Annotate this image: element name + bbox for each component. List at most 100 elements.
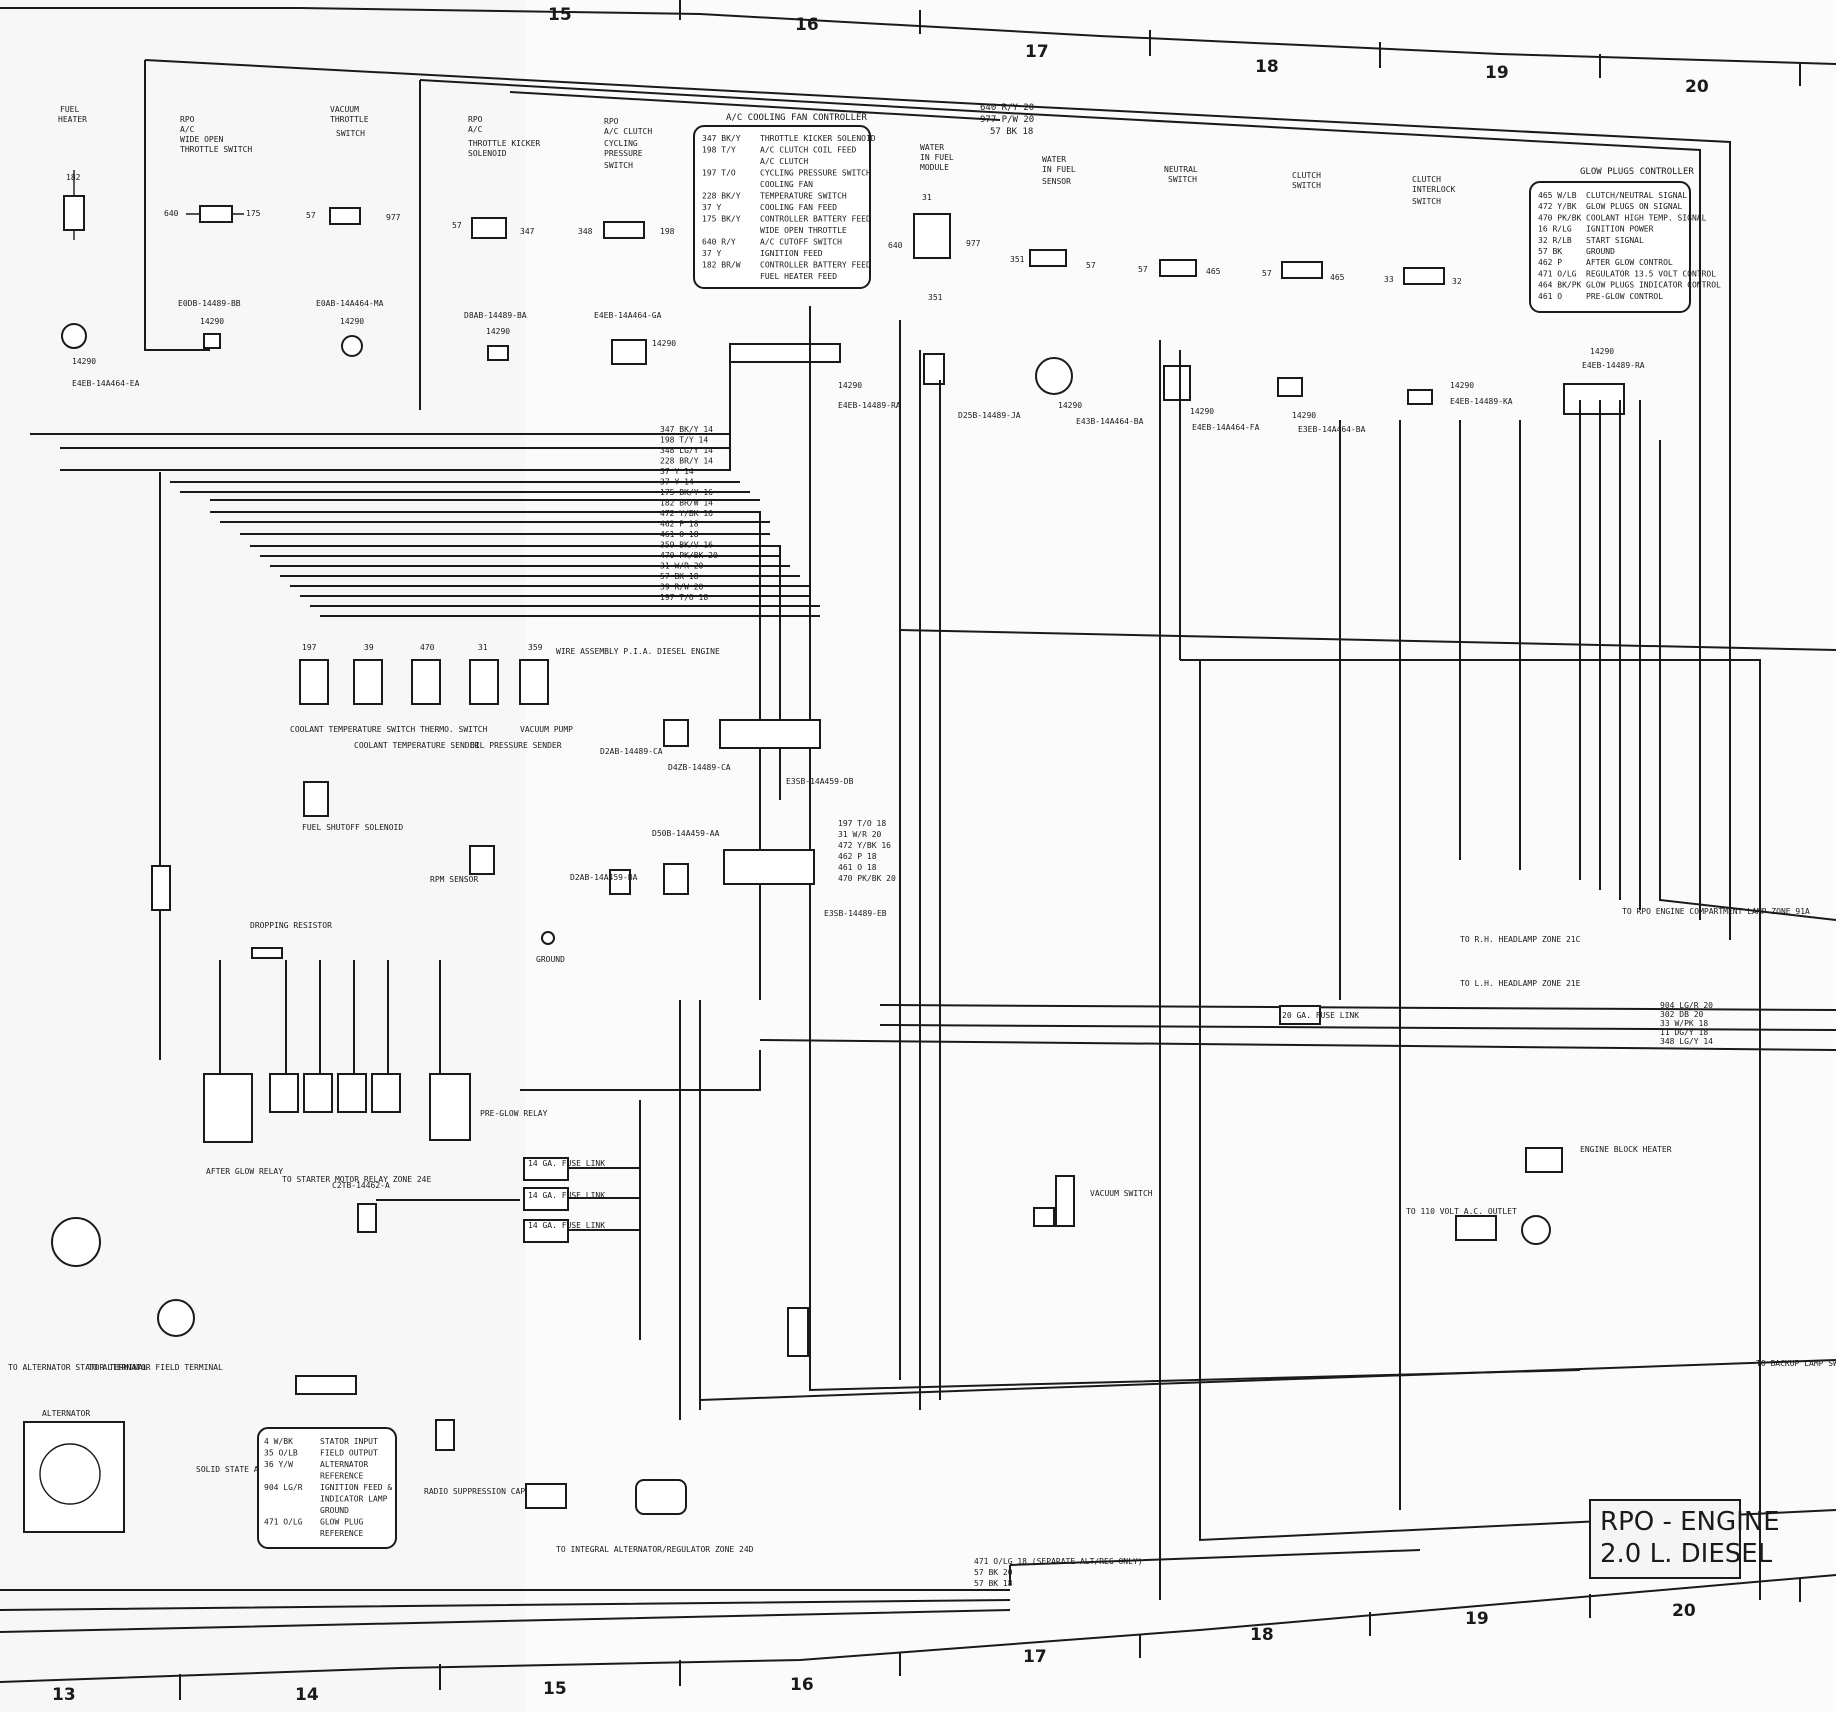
component-clutch-interlock: CLUTCH INTERLOCK SWITCH 33 32 <box>1384 175 1462 286</box>
harness-wire-label: 57 BK 18 <box>660 572 699 581</box>
glow-controller-title: GLOW PLUGS CONTROLLER <box>1580 167 1694 177</box>
fuel-shutoff: FUEL SHUTOFF SOLENOID RPM SENSOR GROUND <box>302 781 565 964</box>
svg-text:57: 57 <box>1138 265 1148 274</box>
ac-row-desc: A/C CLUTCH <box>760 157 808 166</box>
glow-row-code: 461 O <box>1538 292 1562 301</box>
zone-top-17: 17 <box>1025 42 1049 62</box>
ac-row-desc: FUEL HEATER FEED <box>760 272 837 281</box>
svg-text:PRESSURE: PRESSURE <box>604 149 643 158</box>
alternator-label: ALTERNATOR <box>42 1409 90 1418</box>
zone-top-19: 19 <box>1485 63 1509 83</box>
svg-text:RPO: RPO <box>604 117 619 126</box>
zone-top-20: 20 <box>1685 77 1709 97</box>
alt-row-desc: REFERENCE <box>320 1529 364 1538</box>
glow-row-code: 472 Y/BK <box>1538 202 1577 211</box>
svg-text:SOLENOID: SOLENOID <box>468 149 507 158</box>
svg-text:640: 640 <box>888 241 903 250</box>
zone-bottom-18: 18 <box>1250 1625 1274 1645</box>
svg-text:197: 197 <box>302 643 317 652</box>
svg-text:977: 977 <box>966 239 981 248</box>
ac-row-code: 197 T/O <box>702 169 736 178</box>
svg-text:E4EB-14A464-FA: E4EB-14A464-FA <box>1192 423 1260 432</box>
svg-text:31: 31 <box>922 193 932 202</box>
svg-text:33: 33 <box>1384 275 1394 284</box>
harness-wire-label: 348 LG/Y 14 <box>660 446 713 455</box>
glow-row-desc: GLOW PLUGS INDICATOR CONTROL <box>1586 281 1721 290</box>
harness-wire-label: 359 BK/V 16 <box>660 541 713 550</box>
svg-text:RPO: RPO <box>180 115 195 124</box>
coolant-temp-switch-label: COOLANT TEMPERATURE SWITCH <box>290 725 415 734</box>
ac-row-code: 228 BK/Y <box>702 192 741 201</box>
svg-text:D50B-14A459-AA: D50B-14A459-AA <box>652 829 720 838</box>
rpm-sensor-label: RPM SENSOR <box>430 875 478 884</box>
ac-row-desc: A/C CUTOFF SWITCH <box>760 238 842 247</box>
zone-bottom-16: 16 <box>790 1675 814 1695</box>
svg-text:NEUTRAL: NEUTRAL <box>1164 165 1198 174</box>
glow-row-code: 16 R/LG <box>1538 225 1572 234</box>
alt-row-code: 904 LG/R <box>264 1483 303 1492</box>
glow-row-code: 464 BK/PK <box>1538 281 1582 290</box>
component-water-module: WATER IN FUEL MODULE 31 640 977 351 <box>888 143 981 302</box>
harness-wire-label: 37 Y 14 <box>660 478 694 487</box>
capacitor-label: RADIO SUPPRESSION CAPACITOR <box>424 1487 554 1496</box>
right-bus-label: 348 LG/Y 14 <box>1660 1037 1713 1046</box>
svg-text:14290: 14290 <box>1590 347 1614 356</box>
glow-plug-bank: DROPPING RESISTOR AFTER GLOW RELAY PRE-G… <box>203 921 548 1176</box>
alt-row-code: 4 W/BK <box>264 1437 293 1446</box>
bottom-wire-label: 57 BK 18 <box>974 1579 1013 1588</box>
bottom-wire-label: 471 O/LG 18 (SEPARATE ALT/REG ONLY) <box>974 1557 1143 1566</box>
ac-row-code: 347 BK/Y <box>702 134 741 143</box>
alt-row-code: 36 Y/W <box>264 1460 293 1469</box>
connector-row: 14290 E4EB-14489-RA D25B-14489-JA 14290 … <box>729 343 1645 434</box>
svg-text:E4EB-14A464-EA: E4EB-14A464-EA <box>72 379 140 388</box>
zone-top-16: 16 <box>795 15 819 35</box>
glow-row-desc: IGNITION POWER <box>1586 225 1654 234</box>
ac-row-desc: COOLING FAN <box>760 180 813 189</box>
title-line-2: 2.0 L. DIESEL <box>1600 1539 1773 1569</box>
svg-text:640: 640 <box>164 209 179 218</box>
harness-wire-label: 175 BK/Y 16 <box>660 488 713 497</box>
top-harness: 640 R/Y 20 977 P/W 20 57 BK 18 <box>144 59 1731 940</box>
svg-text:465: 465 <box>1206 267 1221 276</box>
title-box: RPO - ENGINE 2.0 L. DIESEL <box>1589 1499 1780 1579</box>
harness-wire-label: 198 T/Y 14 <box>660 436 708 445</box>
component-wot-switch: RPO A/C WIDE OPEN THROTTLE SWITCH 640 17… <box>164 115 261 349</box>
fuse-link-3: 14 GA. FUSE LINK <box>528 1221 605 1230</box>
glow-row-code: 32 R/LB <box>1538 236 1572 245</box>
svg-text:347: 347 <box>520 227 535 236</box>
svg-text:182: 182 <box>66 173 81 182</box>
engine-block-heater-label: ENGINE BLOCK HEATER <box>1580 1145 1672 1154</box>
zone-ruler-top: 15 16 17 18 19 20 <box>0 0 1836 97</box>
top-label-57: 57 BK 18 <box>990 127 1033 137</box>
svg-text:CLUTCH: CLUTCH <box>1412 175 1441 184</box>
rpo-lamp-label: TO RPO ENGINE COMPARTMENT LAMP ZONE 91A <box>1622 907 1810 916</box>
right-bus-label: 302 DB 20 <box>1660 1010 1704 1019</box>
svg-text:D2AB-14A459-BA: D2AB-14A459-BA <box>570 873 638 882</box>
ac-controller-title: A/C COOLING FAN CONTROLLER <box>726 113 867 123</box>
component-clutch-switch: CLUTCH SWITCH 57 465 <box>1262 171 1345 282</box>
ac-row-desc: COOLING FAN FEED <box>760 203 837 212</box>
fuse-link-1: 14 GA. FUSE LINK <box>528 1159 605 1168</box>
alt-row-desc: IGNITION FEED & <box>320 1483 392 1492</box>
svg-text:14290: 14290 <box>340 317 364 326</box>
harness-wire-label: 228 BR/Y 14 <box>660 457 713 466</box>
harness-wire-label: 197 T/O 18 <box>660 593 708 602</box>
svg-text:14290: 14290 <box>1292 411 1316 420</box>
svg-text:351: 351 <box>1010 255 1025 264</box>
ac-row-code: 37 Y <box>702 203 721 212</box>
dropping-resistor-label: DROPPING RESISTOR <box>250 921 332 930</box>
top-label-977: 977 P/W 20 <box>980 115 1034 125</box>
svg-text:465: 465 <box>1330 273 1345 282</box>
svg-text:E4EB-14489-KA: E4EB-14489-KA <box>1450 397 1513 406</box>
svg-text:D8AB-14489-BA: D8AB-14489-BA <box>464 311 527 320</box>
harness-wire-label: 472 Y/BK 16 <box>660 509 713 518</box>
harness-wire-label: 31 W/R 20 <box>660 562 704 571</box>
svg-text:WATER: WATER <box>920 143 944 152</box>
svg-text:HEATER: HEATER <box>58 115 87 124</box>
zone-bottom-17: 17 <box>1023 1647 1047 1667</box>
svg-text:CYCLING: CYCLING <box>604 139 638 148</box>
component-throttle-kicker: RPO A/C THROTTLE KICKER SOLENOID 57 347 … <box>452 115 540 361</box>
alt-row-desc: INDICATOR LAMP <box>320 1495 388 1504</box>
glow-row-code: 465 W/LB <box>1538 191 1577 200</box>
